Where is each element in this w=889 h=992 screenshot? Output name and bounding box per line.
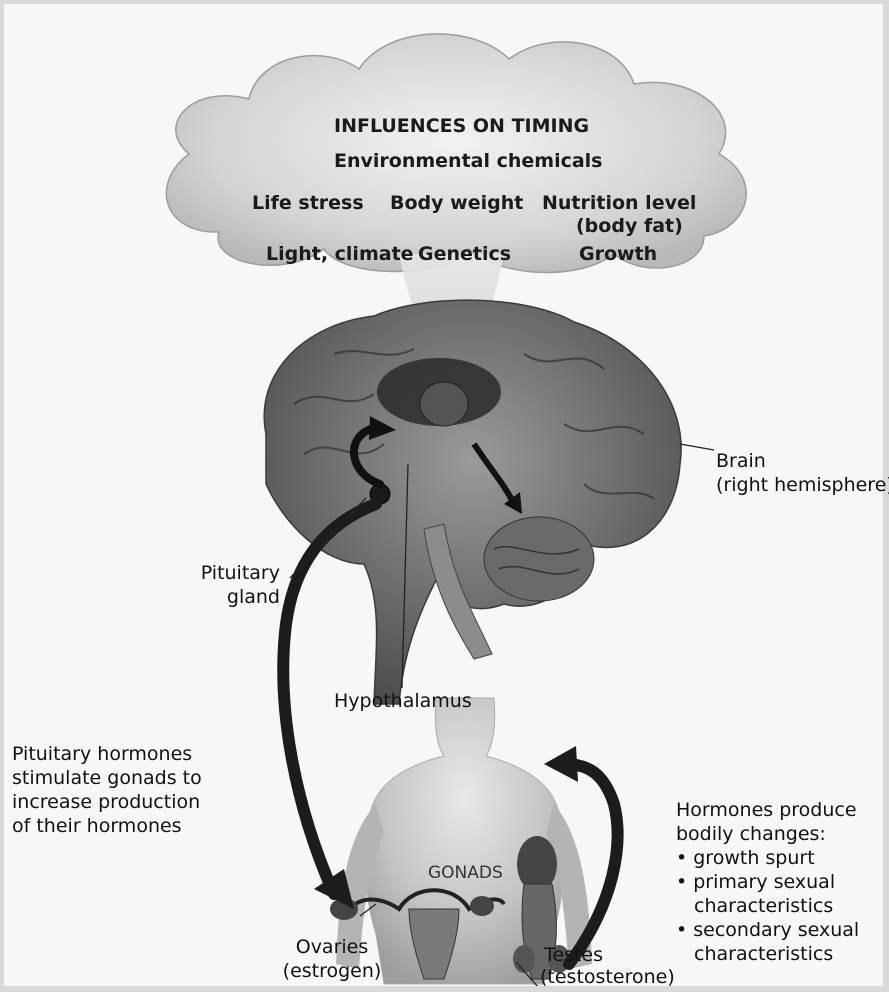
factor-environmental-chemicals: Environmental chemicals bbox=[334, 150, 603, 173]
brain-illustration bbox=[264, 300, 681, 704]
bodily-change-primary-cont: characteristics bbox=[694, 895, 833, 918]
pituitary-label: Pituitary bbox=[180, 562, 280, 585]
pituitary-hormones-line-4: of their hormones bbox=[12, 815, 182, 838]
ovaries-label-sub: (estrogen) bbox=[272, 960, 392, 983]
factor-life-stress: Life stress bbox=[252, 192, 364, 215]
brain-leader bbox=[680, 444, 714, 450]
cloud-title: INFLUENCES ON TIMING bbox=[334, 115, 589, 138]
pituitary-label-sub: gland bbox=[180, 586, 280, 609]
pituitary-hormones-line-3: increase production bbox=[12, 791, 200, 814]
factor-growth: Growth bbox=[579, 243, 657, 266]
bodily-changes-heading-2: bodily changes: bbox=[676, 823, 826, 846]
ovaries-label: Ovaries bbox=[272, 936, 392, 959]
figure-frame: INFLUENCES ON TIMING Environmental chemi… bbox=[4, 4, 883, 986]
factor-body-weight: Body weight bbox=[390, 192, 523, 215]
bodily-change-growth-spurt: • growth spurt bbox=[676, 847, 815, 870]
bodily-changes-heading-1: Hormones produce bbox=[676, 799, 857, 822]
hypothalamus-label: Hypothalamus bbox=[334, 690, 472, 713]
brain-label: Brain bbox=[716, 450, 766, 473]
pituitary-hormones-line-2: stimulate gonads to bbox=[12, 767, 202, 790]
factor-light-climate: Light, climate bbox=[266, 243, 414, 266]
factor-genetics: Genetics bbox=[418, 243, 511, 266]
testes-label: Testes bbox=[544, 944, 603, 967]
brain-label-sub: (right hemisphere) bbox=[716, 474, 889, 497]
bodily-change-secondary: • secondary sexual bbox=[676, 919, 859, 942]
factor-nutrition-level-note: (body fat) bbox=[576, 215, 683, 238]
gonads-label: GONADS bbox=[428, 862, 503, 885]
testes-label-sub: (testosterone) bbox=[540, 966, 675, 989]
bodily-change-primary: • primary sexual bbox=[676, 871, 835, 894]
factor-nutrition-level: Nutrition level bbox=[542, 192, 696, 215]
bodily-change-secondary-cont: characteristics bbox=[694, 943, 833, 966]
pituitary-hormones-line-1: Pituitary hormones bbox=[12, 743, 192, 766]
